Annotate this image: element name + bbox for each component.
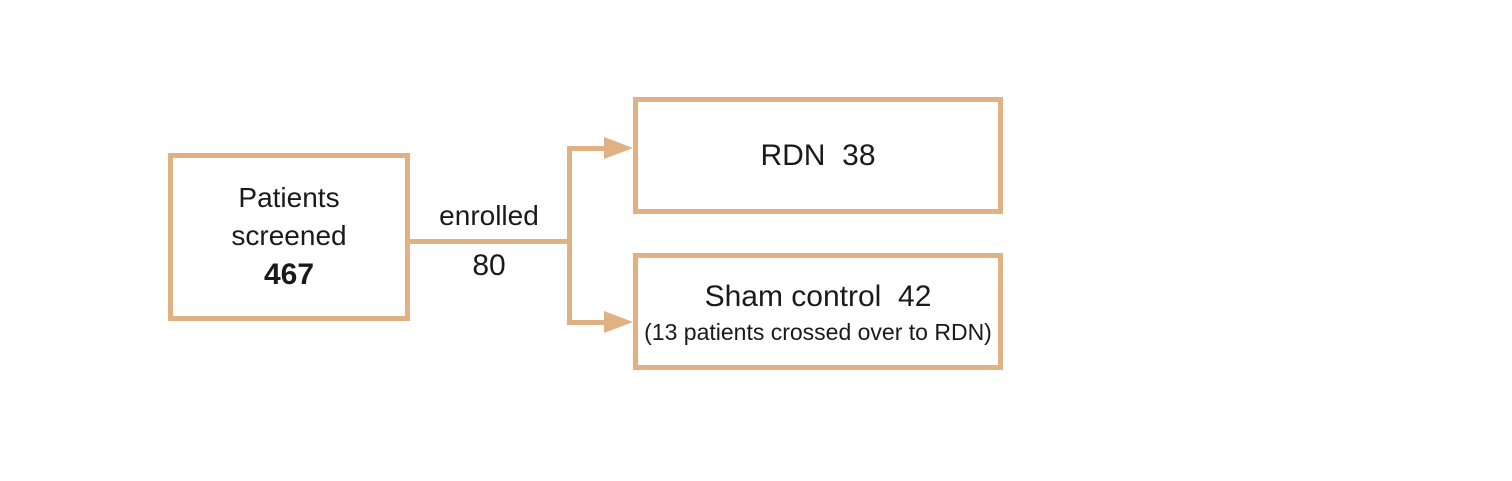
branch-line-to-rdn [567, 146, 605, 151]
patients-screened-box: Patients screened 467 [168, 153, 410, 321]
patients-screened-label-line2: screened [231, 220, 347, 251]
sham-control-sublabel: (13 patients crossed over to RDN) [644, 318, 992, 345]
arrow-right-icon [604, 137, 633, 159]
enrolled-label: enrolled [439, 200, 539, 231]
arrow-right-icon [604, 311, 633, 333]
sham-control-label: Sham control 42 [704, 279, 932, 313]
connector-line [410, 239, 570, 244]
sham-control-box: Sham control 42 (13 patients crossed ove… [633, 253, 1003, 370]
rdn-box: RDN 38 [633, 97, 1003, 214]
rdn-label: RDN 38 [760, 138, 876, 172]
patients-screened-label-line1: Patients [238, 182, 340, 213]
branch-line-to-sham [567, 320, 605, 325]
branch-vertical-line [567, 146, 572, 325]
enrolled-count: 80 [472, 249, 506, 282]
patients-screened-count: 467 [263, 258, 315, 291]
